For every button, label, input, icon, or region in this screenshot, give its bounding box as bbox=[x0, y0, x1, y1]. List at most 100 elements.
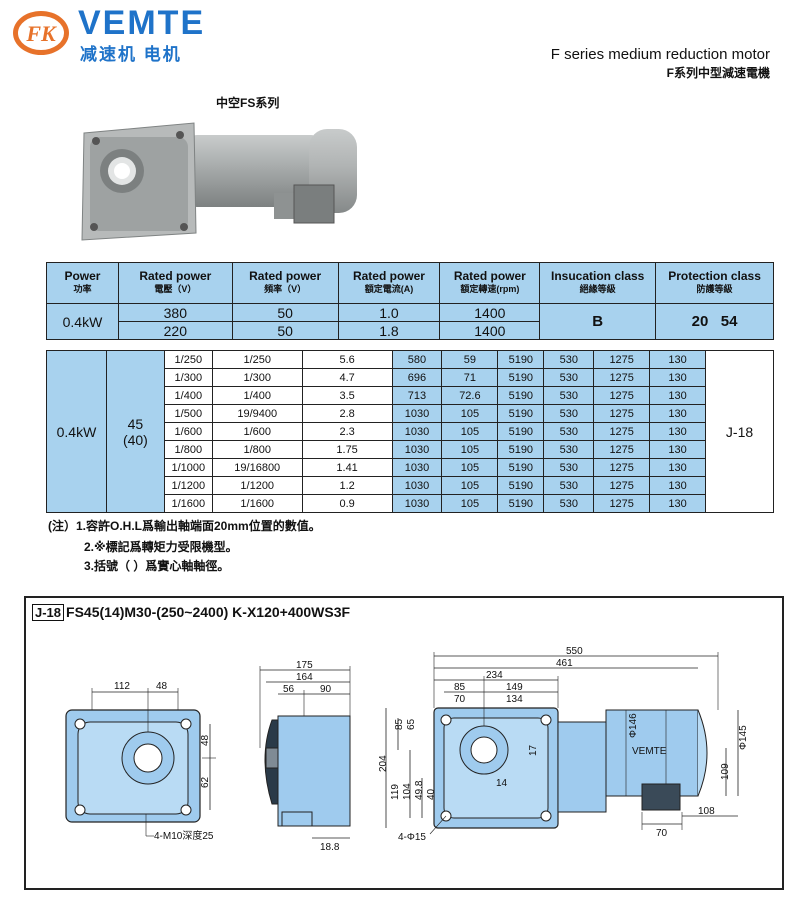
table-cell: 105 bbox=[441, 440, 499, 459]
table-cell: 530 bbox=[543, 458, 595, 477]
dim-label: 234 bbox=[486, 670, 503, 681]
table-cell: 1275 bbox=[593, 404, 651, 423]
table-cell: 5190 bbox=[497, 422, 545, 441]
table-cell: 105 bbox=[441, 494, 499, 513]
table-cell: 72.6 bbox=[441, 386, 499, 405]
table-cell: 130 bbox=[649, 422, 707, 441]
dim-label: 17 bbox=[528, 744, 539, 756]
table-cell: 1030 bbox=[391, 422, 443, 441]
vemte-logo-icon: FK bbox=[13, 11, 69, 55]
table-cell: 1/400 bbox=[211, 386, 303, 405]
table-cell: 713 bbox=[391, 386, 443, 405]
shaft-diameter-solid: (40) bbox=[122, 431, 148, 448]
spec-insulation: B bbox=[539, 303, 657, 340]
dim-label: 14 bbox=[496, 778, 508, 789]
dim-label: Φ145 bbox=[738, 725, 749, 750]
spec-voltage: 220 bbox=[117, 321, 233, 340]
table-cell: 130 bbox=[649, 368, 707, 387]
spec-speed: 1400 bbox=[439, 321, 541, 340]
dim-label: 109 bbox=[720, 763, 731, 780]
photo-caption: 中空FS系列 bbox=[216, 96, 280, 110]
dim-label: 461 bbox=[556, 658, 573, 669]
table-cell: 130 bbox=[649, 440, 707, 459]
table-cell: 530 bbox=[543, 404, 595, 423]
dim-label: 62 bbox=[200, 776, 211, 788]
series-title-cn: F系列中型減速電機 bbox=[666, 66, 770, 80]
table-cell: 105 bbox=[441, 404, 499, 423]
table-cell: 19/16800 bbox=[211, 458, 303, 477]
dim-label: 108 bbox=[698, 806, 715, 817]
table-cell: 1275 bbox=[593, 476, 651, 495]
note-item: 3.括號（ ）爲實心軸軸徑。 bbox=[84, 559, 230, 573]
table-cell: 5190 bbox=[497, 440, 545, 459]
dim-label: 204 bbox=[378, 755, 389, 772]
table-cell: 530 bbox=[543, 422, 595, 441]
drawing-reference: J-18 bbox=[705, 350, 774, 513]
dim-label: 104 bbox=[402, 783, 413, 800]
table-cell: 1/1600 bbox=[163, 494, 213, 513]
table-cell: 530 bbox=[543, 386, 595, 405]
dim-label: Φ146 bbox=[628, 713, 639, 738]
table-cell: 1275 bbox=[593, 386, 651, 405]
dim-label: 149 bbox=[506, 682, 523, 693]
table-cell: 530 bbox=[543, 440, 595, 459]
table-cell: 2.3 bbox=[301, 422, 393, 441]
series-title-en: F series medium reduction motor bbox=[550, 46, 770, 63]
table-cell: 5190 bbox=[497, 386, 545, 405]
dim-label: 85 bbox=[394, 718, 405, 730]
table-cell: 530 bbox=[543, 494, 595, 513]
note-item: (注）1.容許O.H.L爲輸出軸端面20mm位置的數值。 bbox=[48, 519, 321, 533]
dim-label: 4-M10深度25 bbox=[154, 829, 214, 842]
table-cell: 1030 bbox=[391, 404, 443, 423]
dim-label: 18.8 bbox=[320, 842, 340, 853]
table-cell: 1275 bbox=[593, 494, 651, 513]
table-cell: 1/1600 bbox=[211, 494, 303, 513]
table-cell: 1/600 bbox=[211, 422, 303, 441]
table-cell: 530 bbox=[543, 476, 595, 495]
table-cell: 1.41 bbox=[301, 458, 393, 477]
side-view: 175 164 56 90 18.8 bbox=[259, 660, 351, 853]
table-cell: 1275 bbox=[593, 458, 651, 477]
full-view: VEMTE 550 461 234 85 149 70 134 204 85 6… bbox=[378, 646, 749, 843]
table-cell: 1275 bbox=[593, 368, 651, 387]
table-cell: 1/1200 bbox=[211, 476, 303, 495]
dim-label: 48 bbox=[156, 681, 168, 692]
dimension-drawings: 112 48 48 62 4-M10深度25 175 164 56 90 18.… bbox=[65, 646, 749, 853]
table-cell: 530 bbox=[543, 350, 595, 369]
table-cell: 2.8 bbox=[301, 404, 393, 423]
table-cell: 1/250 bbox=[163, 350, 213, 369]
brand-subtitle: 减速机 电机 bbox=[80, 45, 182, 64]
front-view: 112 48 48 62 4-M10深度25 bbox=[65, 681, 216, 842]
table-cell: 1.2 bbox=[301, 476, 393, 495]
table-cell: 1030 bbox=[391, 476, 443, 495]
table-cell: 130 bbox=[649, 350, 707, 369]
table-cell: 5190 bbox=[497, 368, 545, 387]
brand-name: VEMTE bbox=[78, 4, 206, 42]
table-cell: 1/600 bbox=[163, 422, 213, 441]
table-cell: 5190 bbox=[497, 494, 545, 513]
table-cell: 3.5 bbox=[301, 386, 393, 405]
table-cell: 1275 bbox=[593, 440, 651, 459]
dim-label: 40 bbox=[426, 788, 437, 800]
table-cell: 130 bbox=[649, 404, 707, 423]
table-cell: 1/250 bbox=[211, 350, 303, 369]
table-cell: 19/9400 bbox=[211, 404, 303, 423]
table-cell: 696 bbox=[391, 368, 443, 387]
model-code-text: FS45(14)M30-(250~2400) K-X120+400WS3F bbox=[66, 604, 351, 620]
dim-label: 49.8 bbox=[414, 780, 425, 800]
spec-protection: 20 54 bbox=[655, 303, 774, 340]
